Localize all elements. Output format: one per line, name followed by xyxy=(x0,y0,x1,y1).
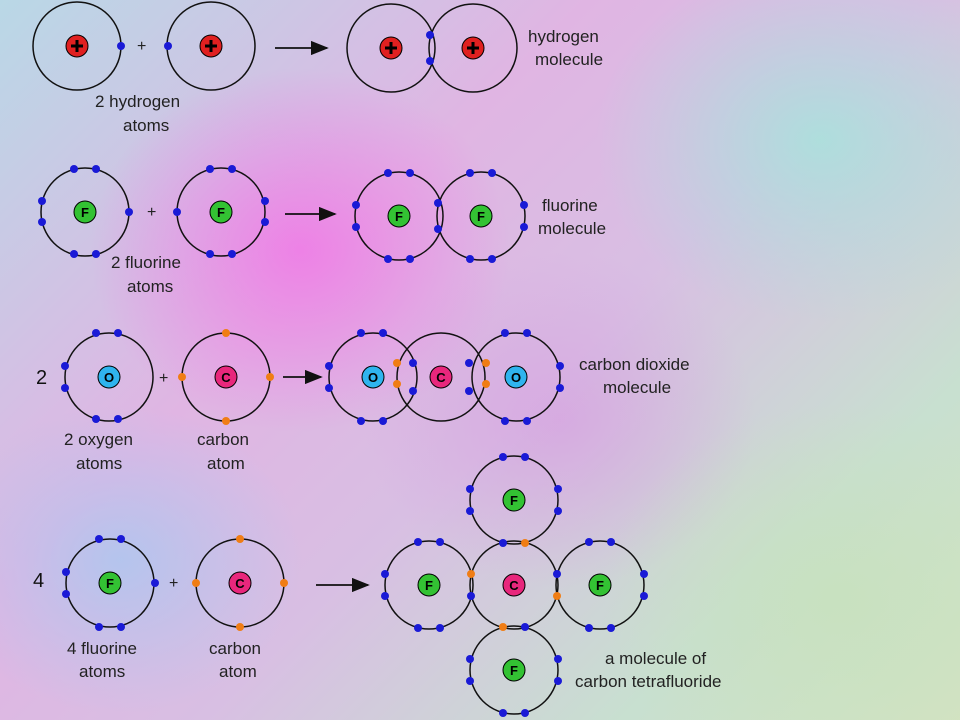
plus-sign: + xyxy=(147,204,156,221)
product-label: carbon dioxide molecule xyxy=(579,355,694,397)
svg-text:O: O xyxy=(104,370,114,385)
fluorine-nucleus xyxy=(98,571,122,595)
svg-text:F: F xyxy=(510,493,518,508)
svg-text:C: C xyxy=(436,370,446,385)
hydrogen-atom xyxy=(32,1,125,91)
valence-electrons xyxy=(173,165,269,258)
svg-text:O: O xyxy=(511,370,521,385)
oxygen-atom: O xyxy=(61,329,154,423)
carbon-nucleus xyxy=(228,571,252,595)
fluorine-nucleus xyxy=(73,200,97,224)
fluorine-atom: F xyxy=(38,165,133,258)
plus-sign: + xyxy=(169,575,178,592)
svg-text:F: F xyxy=(510,663,518,678)
positive-charge-icon xyxy=(467,42,479,54)
coefficient: 2 xyxy=(36,367,47,389)
oxygen-nucleus xyxy=(97,365,121,389)
valence-electrons xyxy=(62,535,159,631)
svg-text:F: F xyxy=(217,205,225,220)
reactant-label: 2 hydrogen atoms xyxy=(95,92,185,135)
fluorine-label: 4 fluorine atoms xyxy=(67,639,142,681)
product-label: fluorine molecule xyxy=(538,196,606,238)
oxygen-nucleus xyxy=(361,365,385,389)
plus-sign: + xyxy=(159,370,168,387)
valence-electrons xyxy=(178,329,274,425)
svg-text:O: O xyxy=(368,370,378,385)
fluorine-molecule: F F xyxy=(352,169,528,263)
valence-electrons xyxy=(61,329,122,423)
svg-text:C: C xyxy=(509,578,519,593)
carbon-nucleus xyxy=(502,573,526,597)
fluorine-atom: F xyxy=(62,535,159,631)
electron xyxy=(164,42,172,50)
carbon-electrons xyxy=(393,359,490,388)
svg-text:F: F xyxy=(596,578,604,593)
carbon-atom: C xyxy=(192,535,288,631)
fluorine-nucleus xyxy=(387,204,411,228)
fluorine-nucleus xyxy=(469,204,493,228)
carbon-nucleus xyxy=(429,365,453,389)
valence-electrons xyxy=(38,165,133,258)
svg-text:F: F xyxy=(425,578,433,593)
electron xyxy=(117,42,125,50)
carbon-nucleus xyxy=(214,365,238,389)
svg-text:F: F xyxy=(106,576,114,591)
positive-charge-icon xyxy=(71,40,83,52)
fluorine-nucleus xyxy=(209,200,233,224)
shared-electron xyxy=(426,57,434,65)
carbon-dioxide-molecule: O C O xyxy=(325,329,564,425)
positive-charge-icon xyxy=(385,42,397,54)
fluorine-nucleus xyxy=(417,573,441,597)
svg-text:F: F xyxy=(477,209,485,224)
valence-electrons xyxy=(381,453,648,717)
plus-sign: + xyxy=(137,38,146,55)
carbon-electrons xyxy=(467,539,561,631)
reactant-label: 2 fluorine atoms xyxy=(111,253,186,296)
valence-electrons xyxy=(192,535,288,631)
fluorine-nucleus xyxy=(588,573,612,597)
carbon-label: carbon atom xyxy=(197,430,254,473)
fluorine-nucleus xyxy=(502,488,526,512)
fluorine-atom: F xyxy=(173,165,269,258)
shared-electron xyxy=(434,225,442,233)
svg-text:C: C xyxy=(221,370,231,385)
hydrogen-atom xyxy=(164,1,256,91)
carbon-dioxide-row: 2 O + C O xyxy=(36,329,694,473)
svg-text:F: F xyxy=(395,209,403,224)
coefficient: 4 xyxy=(33,570,44,592)
hydrogen-molecule xyxy=(346,3,518,93)
carbon-atom: C xyxy=(178,329,274,425)
shared-electron xyxy=(434,199,442,207)
svg-text:C: C xyxy=(235,576,245,591)
oxygen-nucleus xyxy=(504,365,528,389)
hydrogen-row: + hydrogen molecule 2 hydrogen atoms xyxy=(32,1,604,135)
valence-electrons xyxy=(325,329,564,425)
fluorine-nucleus xyxy=(502,658,526,682)
oxygen-label: 2 oxygen atoms xyxy=(64,430,138,473)
shared-electron xyxy=(426,31,434,39)
fluorine-row: F + F F F xyxy=(38,165,606,296)
svg-text:F: F xyxy=(81,205,89,220)
carbon-tetrafluoride-molecule: F F C F F xyxy=(381,453,648,717)
product-label: hydrogen molecule xyxy=(528,27,604,69)
positive-charge-icon xyxy=(205,40,217,52)
carbon-tetrafluoride-row: 4 F + C xyxy=(33,453,721,717)
product-label: a molecule of carbon tetrafluoride xyxy=(575,649,721,691)
valence-electrons xyxy=(352,169,528,263)
carbon-label: carbon atom xyxy=(209,639,266,681)
